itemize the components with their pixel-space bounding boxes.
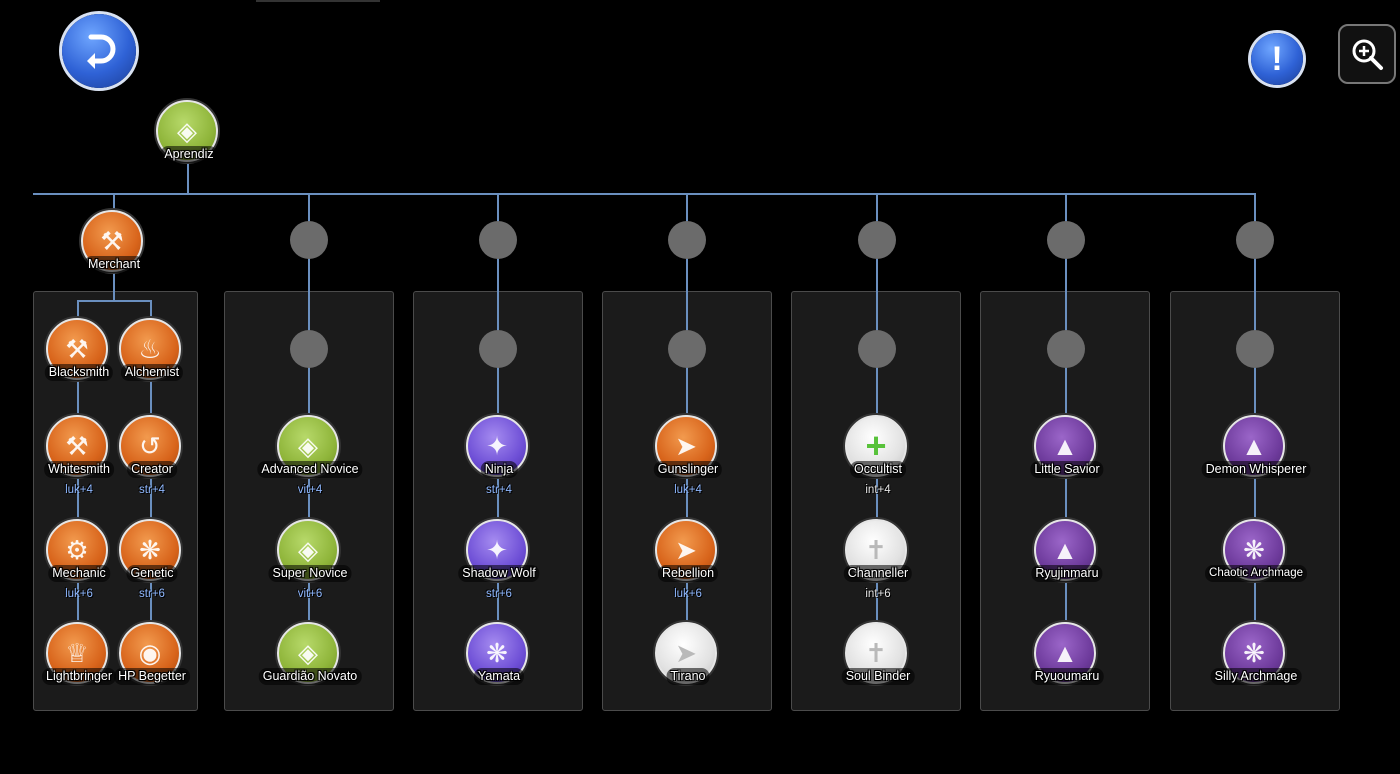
locked-tier-dot xyxy=(290,330,328,368)
class-label: Mechanic xyxy=(48,565,110,582)
class-node-creator[interactable]: ↺ Creator str+4 xyxy=(119,415,185,496)
class-node-ryujinmaru[interactable]: ▲ Ryujinmaru xyxy=(1031,519,1103,585)
locked-tier-dot xyxy=(858,221,896,259)
class-node-rebellion[interactable]: ➤ Rebellion luk+6 xyxy=(655,519,721,600)
locked-tier-dot xyxy=(1047,221,1085,259)
stat-bonus: str+4 xyxy=(139,484,165,496)
tree-line xyxy=(113,272,115,300)
top-divider xyxy=(256,0,380,2)
class-node-aprendiz[interactable]: ◈ Aprendiz xyxy=(156,100,222,166)
stat-bonus: int+6 xyxy=(865,588,891,600)
locked-tier-dot xyxy=(1236,330,1274,368)
stat-bonus: luk+6 xyxy=(65,588,93,600)
class-node-soul-binder[interactable]: ✝ Soul Binder xyxy=(841,622,915,688)
class-node-shadow-wolf[interactable]: ✦ Shadow Wolf str+6 xyxy=(458,519,540,600)
class-node-tirano[interactable]: ➤ Tirano xyxy=(655,622,721,688)
class-node-advanced-novice[interactable]: ◈ Advanced Novice vit+4 xyxy=(257,415,363,496)
locked-tier-dot xyxy=(479,330,517,368)
class-label: Super Novice xyxy=(268,565,352,582)
tree-line xyxy=(77,300,79,680)
stat-bonus: int+4 xyxy=(865,484,891,496)
locked-tier-dot xyxy=(290,221,328,259)
class-label: Merchant xyxy=(83,256,145,273)
exclamation-icon: ! xyxy=(1271,40,1283,78)
class-label: Alchemist xyxy=(120,364,184,381)
zoom-button[interactable] xyxy=(1338,24,1396,84)
class-node-demon-whisperer[interactable]: ▲ Demon Whisperer xyxy=(1201,415,1311,481)
class-node-merchant[interactable]: ⚒ Merchant xyxy=(81,210,147,276)
class-label: Soul Binder xyxy=(841,668,915,685)
class-label: Tirano xyxy=(666,668,710,685)
zoom-in-icon xyxy=(1352,39,1383,70)
locked-tier-dot xyxy=(668,330,706,368)
class-label: Chaotic Archmage xyxy=(1205,565,1307,582)
class-label: Demon Whisperer xyxy=(1201,461,1311,478)
class-node-hp-begetter[interactable]: ◉ HP Begetter xyxy=(114,622,190,688)
info-button[interactable]: ! xyxy=(1251,33,1303,85)
class-label: Shadow Wolf xyxy=(458,565,540,582)
class-label: Ninja xyxy=(480,461,518,478)
class-label: Genetic xyxy=(126,565,178,582)
class-label: Lightbringer xyxy=(41,668,117,685)
class-node-little-savior[interactable]: ▲ Little Savior xyxy=(1030,415,1104,481)
spiral-icon: ↺ xyxy=(119,415,181,477)
class-node-channeller[interactable]: ✝ Channeller int+6 xyxy=(843,519,913,600)
back-button[interactable] xyxy=(62,14,136,88)
tree-line xyxy=(77,300,151,302)
locked-tier-dot xyxy=(1047,330,1085,368)
class-label: Occultist xyxy=(850,461,906,478)
class-label: Aprendiz xyxy=(160,146,218,163)
class-node-blacksmith[interactable]: ⚒ Blacksmith xyxy=(44,318,114,384)
class-node-ryuoumaru[interactable]: ▲ Ryuoumaru xyxy=(1030,622,1104,688)
class-node-lightbringer[interactable]: ♕ Lightbringer xyxy=(41,622,117,688)
class-node-chaotic-archmage[interactable]: ❋ Chaotic Archmage xyxy=(1205,519,1307,585)
class-label: Ryujinmaru xyxy=(1031,565,1103,582)
class-node-occultist[interactable]: + Occultist int+4 xyxy=(845,415,911,496)
class-label: Guardião Novato xyxy=(258,668,362,685)
class-node-alchemist[interactable]: ♨ Alchemist xyxy=(119,318,185,384)
class-label: Channeller xyxy=(843,565,913,582)
class-label: HP Begetter xyxy=(114,668,190,685)
class-node-gunslinger[interactable]: ➤ Gunslinger luk+4 xyxy=(653,415,723,496)
stat-bonus: str+6 xyxy=(139,588,165,600)
class-label: Little Savior xyxy=(1030,461,1104,478)
class-node-yamata[interactable]: ❋ Yamata xyxy=(466,622,532,688)
stat-bonus: vit+4 xyxy=(297,484,323,496)
class-node-whitesmith[interactable]: ⚒ Whitesmith luk+4 xyxy=(44,415,114,496)
class-label: Silly Archmage xyxy=(1210,668,1302,685)
stat-bonus: luk+4 xyxy=(674,484,702,496)
locked-tier-dot xyxy=(668,221,706,259)
stat-bonus: str+4 xyxy=(486,484,512,496)
tree-line xyxy=(150,300,152,680)
locked-tier-dot xyxy=(858,330,896,368)
class-label: Yamata xyxy=(473,668,525,685)
class-label: Ryuoumaru xyxy=(1030,668,1104,685)
class-label: Creator xyxy=(127,461,177,478)
locked-tier-dot xyxy=(479,221,517,259)
tree-line xyxy=(33,193,1255,195)
class-node-super-novice[interactable]: ◈ Super Novice vit+6 xyxy=(268,519,352,600)
class-label: Advanced Novice xyxy=(257,461,363,478)
class-label: Whitesmith xyxy=(44,461,114,478)
class-label: Gunslinger xyxy=(653,461,723,478)
tree-line xyxy=(187,162,189,194)
class-node-guardiao-novato[interactable]: ◈ Guardião Novato xyxy=(258,622,362,688)
locked-tier-dot xyxy=(1236,221,1274,259)
class-label: Rebellion xyxy=(657,565,719,582)
stat-bonus: str+6 xyxy=(486,588,512,600)
class-node-genetic[interactable]: ❋ Genetic str+6 xyxy=(119,519,185,600)
stat-bonus: vit+6 xyxy=(297,588,323,600)
class-node-mechanic[interactable]: ⚙ Mechanic luk+6 xyxy=(46,519,112,600)
class-node-ninja[interactable]: ✦ Ninja str+4 xyxy=(466,415,532,496)
stat-bonus: luk+6 xyxy=(674,588,702,600)
tree-line xyxy=(113,193,115,215)
class-node-silly-archmage[interactable]: ❋ Silly Archmage xyxy=(1210,622,1302,688)
stat-bonus: luk+4 xyxy=(65,484,93,496)
back-arrow-icon xyxy=(87,34,116,69)
class-label: Blacksmith xyxy=(44,364,114,381)
